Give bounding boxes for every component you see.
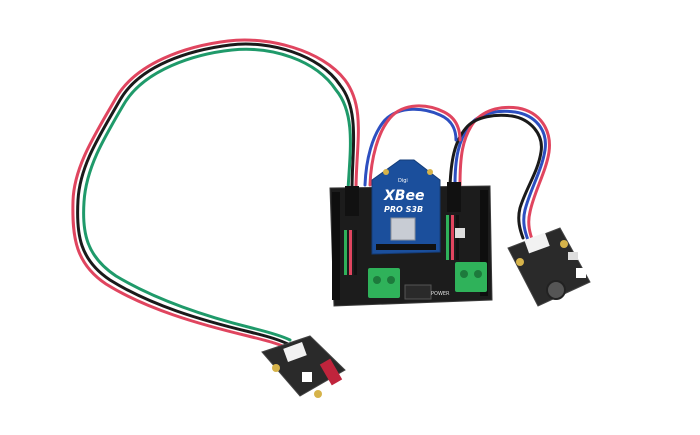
reset-button: [455, 228, 465, 238]
cable-right-twisted: [363, 104, 551, 244]
sensor-right-logo: [576, 268, 586, 278]
header-right: [480, 190, 488, 296]
sensor-left-hole-1: [272, 364, 280, 372]
xbee-socket: [376, 244, 436, 250]
sensor-left-connector: [283, 342, 307, 362]
sensor-left-hole-2: [314, 390, 322, 398]
sensor-right-connector: [524, 232, 550, 254]
model-label: PRO S3B: [384, 205, 423, 214]
terminal-block-left: [368, 268, 400, 298]
rf-shield-can: [390, 217, 416, 241]
pin-rows-left: [344, 230, 357, 275]
microphone-capsule: [546, 280, 566, 300]
sensor-left: [261, 335, 346, 398]
mounting-hole: [427, 169, 433, 175]
terminal-block-right: [455, 262, 487, 292]
antenna-connector: [383, 169, 389, 175]
sensor-left-element: [319, 358, 343, 386]
sensor-left-logo: [302, 372, 312, 382]
sensor-right-pot: [568, 252, 578, 260]
sensor-right: [507, 227, 591, 307]
product-label: XBee: [383, 188, 424, 204]
connector-left: [345, 186, 359, 216]
connector-right: [447, 182, 461, 212]
power-label: POWER: [431, 291, 450, 297]
chip: [404, 284, 432, 300]
xbee-module: Digi XBee PRO S3B: [371, 159, 441, 255]
sensor-right-hole-2: [560, 240, 568, 248]
brand-label: Digi: [398, 178, 408, 184]
cable-left-twisted: [71, 38, 360, 352]
sensor-right-hole-1: [516, 258, 524, 266]
header-left: [332, 192, 340, 300]
